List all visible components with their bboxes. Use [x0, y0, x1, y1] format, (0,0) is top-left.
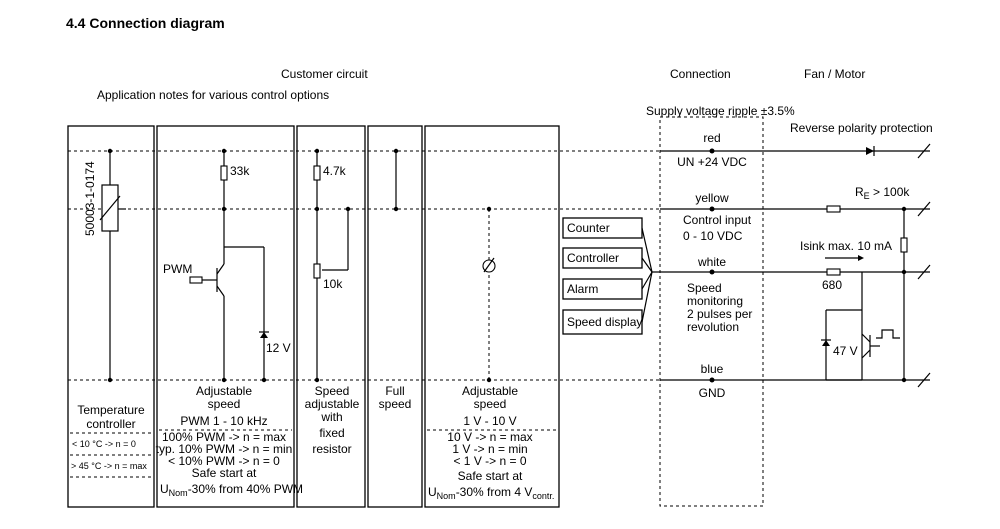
pullup-resistor-icon [900, 237, 908, 253]
r680-label: 680 [822, 278, 842, 292]
temp-controller-label-2: controller [86, 417, 135, 431]
pwm-note-3: < 10% PWM -> n = 0 [168, 454, 280, 468]
voltage-title-1: Adjustable [462, 384, 518, 398]
ripple-label: Supply voltage ripple ±3.5% [646, 104, 795, 118]
zener-47v-icon [821, 339, 831, 346]
zener-47v-label: 47 V [833, 344, 858, 358]
voltage-source-icon [482, 257, 496, 273]
voltage-note-5: UNom-30% from 4 Vcontr. [428, 485, 554, 501]
full-speed-title-2: speed [379, 397, 412, 411]
reverse-polarity-label: Reverse polarity protection [790, 121, 933, 135]
output-alarm-label: Alarm [567, 282, 598, 296]
pwm-note-2: typ. 10% PWM -> n = min [156, 442, 293, 456]
temp-note-1: < 10 °C -> n = 0 [72, 439, 136, 449]
zener-12v-icon [259, 331, 269, 338]
resistor-33k-icon [220, 165, 228, 181]
control-input-label: Control input [683, 213, 752, 227]
voltage-note-3: < 1 V -> n = 0 [453, 454, 526, 468]
re-resistor-icon [826, 205, 841, 213]
fan-motor-label: Fan / Motor [804, 67, 865, 81]
resistor-title-5: resistor [312, 442, 351, 456]
gnd-label: GND [699, 386, 726, 400]
re-label: RE > 100k [855, 185, 910, 201]
resistor-title-2: adjustable [305, 397, 360, 411]
output-counter-label: Counter [567, 221, 610, 235]
voltage-note-2: 1 V -> n = min [452, 442, 527, 456]
isink-label: Isink max. 10 mA [800, 239, 892, 253]
speed-monitor-label-1: Speed [687, 281, 722, 295]
output-transistor-icon [861, 333, 880, 359]
box-pwm [156, 125, 295, 508]
resistor-47k-label: 4.7k [323, 164, 347, 178]
resistor-10k-icon [313, 263, 321, 279]
resistor-33k-label: 33k [230, 164, 250, 178]
temp-note-2: > 45 °C -> n = max [71, 461, 147, 471]
voltage-title-2: speed [474, 397, 507, 411]
r680-resistor-icon [826, 268, 841, 276]
resistor-title-3: with [320, 410, 342, 424]
pulse-icon [876, 329, 900, 339]
connection-label: Connection [670, 67, 731, 81]
pwm-transistor-icon [189, 263, 225, 380]
wire-yellow-label: yellow [695, 191, 729, 205]
section-heading: 4.4 Connection diagram [66, 15, 225, 31]
pwm-note-5: UNom-30% from 40% PWM [160, 482, 303, 498]
part-number-label: 50003-1-0174 [83, 161, 97, 236]
pwm-label: PWM [163, 262, 192, 276]
voltage-range: 1 V - 10 V [463, 414, 516, 428]
supply-label: UN +24 VDC [677, 155, 747, 169]
resistor-title-4: fixed [319, 426, 344, 440]
pwm-note-1: 100% PWM -> n = max [162, 430, 286, 444]
reverse-polarity-diode-icon [866, 146, 875, 156]
pwm-note-4: Safe start at [192, 466, 257, 480]
box-resistor [296, 125, 366, 508]
customer-circuit-label: Customer circuit [281, 67, 368, 81]
full-speed-title-1: Full [385, 384, 404, 398]
pwm-frequency: PWM 1 - 10 kHz [180, 414, 267, 428]
application-notes-label: Application notes for various control op… [97, 88, 329, 102]
speed-monitor-label-3: 2 pulses per [687, 307, 752, 321]
resistor-10k-label: 10k [323, 277, 343, 291]
control-range-label: 0 - 10 VDC [683, 229, 743, 243]
speed-monitor-label-2: monitoring [687, 294, 743, 308]
box-full-speed [367, 125, 423, 508]
wire-blue-label: blue [701, 362, 724, 376]
output-devices: Counter Controller Alarm Speed display [562, 217, 643, 335]
pwm-title-1: Adjustable [196, 384, 252, 398]
output-speed-display-label: Speed display [567, 315, 642, 329]
output-controller-label: Controller [567, 251, 619, 265]
zener-12v-label: 12 V [266, 341, 291, 355]
wire-red-label: red [703, 131, 720, 145]
voltage-note-4: Safe start at [458, 469, 523, 483]
wire-white-label: white [697, 255, 726, 269]
pwm-title-2: speed [208, 397, 241, 411]
resistor-title-1: Speed [315, 384, 350, 398]
voltage-note-1: 10 V -> n = max [447, 430, 532, 444]
resistor-47k-icon [313, 165, 321, 181]
speed-monitor-label-4: revolution [687, 320, 739, 334]
box-voltage [424, 125, 560, 508]
box-temperature-controller [67, 125, 155, 508]
temp-controller-label-1: Temperature [77, 403, 145, 417]
